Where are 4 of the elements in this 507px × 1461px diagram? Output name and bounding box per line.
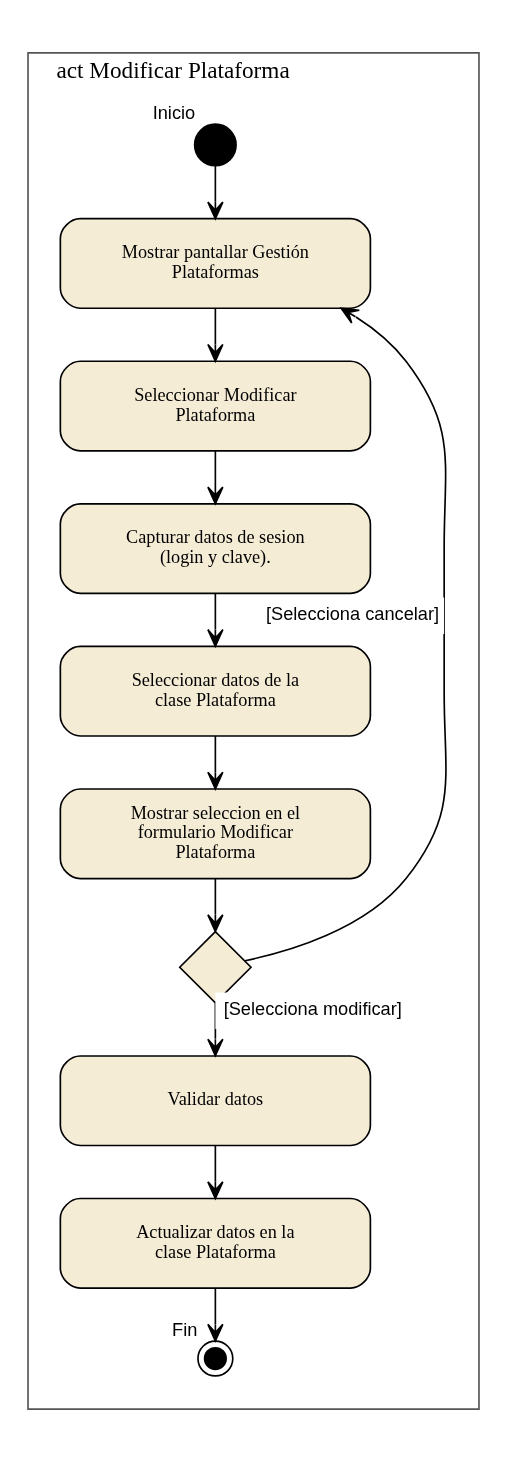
edge-label: [Selecciona modificar] — [223, 997, 402, 1019]
node-label: Fin — [172, 1318, 198, 1340]
node-label: Inicio — [152, 101, 196, 123]
edge-label: [Selecciona cancelar] — [265, 602, 440, 624]
